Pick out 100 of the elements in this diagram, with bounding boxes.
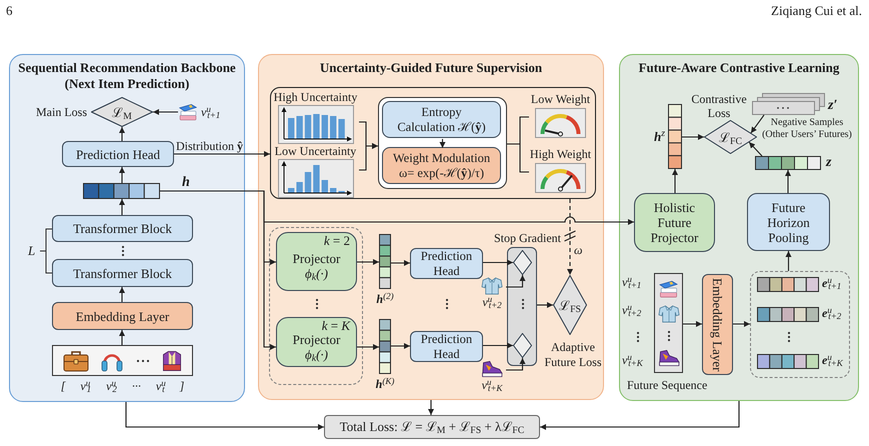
feature-vector [757, 307, 819, 322]
box-label: Projector [292, 332, 340, 347]
panel-title: Future-Aware Contrastive Learning [638, 60, 840, 76]
arrow [483, 260, 513, 266]
vector-label: z [826, 155, 832, 170]
arrow [440, 139, 446, 148]
projector-box [276, 317, 357, 367]
feature-vector [379, 319, 391, 374]
embedding-layer-box [52, 302, 193, 330]
vector-label: h [182, 175, 190, 190]
vector-label: h$^{z}$ [654, 129, 665, 144]
annotation: Stop Gradient [494, 231, 561, 245]
transformer-block [52, 259, 193, 287]
arrow [748, 142, 762, 156]
panel [258, 54, 604, 400]
bracket-label: L [28, 243, 36, 258]
weight-modulation-box [382, 147, 501, 184]
prediction-head-box [410, 248, 483, 279]
embedding-group-frame [750, 271, 850, 378]
projector-box [634, 193, 715, 252]
box-label: ϕ$_{k}$(·) [305, 347, 328, 362]
arrow [119, 127, 125, 141]
arrow [391, 343, 410, 349]
box-label: Prediction Head [76, 146, 160, 162]
box-label: k = K [322, 318, 350, 333]
arrow [785, 170, 791, 193]
panel-title: Sequential Recommendation Backbone (Next Item Prediction) [17, 60, 237, 92]
chart-label: Low Uncertainty [274, 144, 356, 158]
weighting-module-frame [378, 96, 506, 188]
box-label: Entropy Calculation ℋ(ŷ) [396, 104, 487, 134]
edge-label: ω [574, 243, 582, 257]
arrow [125, 402, 324, 430]
box-label: Holistic Future Projector [650, 200, 700, 245]
comparison-column [507, 247, 537, 366]
arrow [174, 151, 270, 157]
feature-vector [379, 234, 391, 289]
arrow [119, 330, 125, 345]
arrow [786, 251, 792, 271]
arrow [750, 114, 764, 134]
item-sequence-box [52, 345, 193, 376]
arrow [359, 143, 378, 171]
arrow [567, 199, 573, 275]
panel [619, 54, 859, 401]
prediction-head-box [62, 141, 174, 167]
box-label: Projector [292, 250, 340, 266]
gauge-label: Low Weight [530, 92, 590, 106]
vector-label: h$^{(K)}$ [376, 377, 394, 391]
author-line: Ziqiang Cui et al. [771, 3, 862, 18]
edge-label: Distribution ŷ [176, 139, 244, 153]
box-label: ϕ$_{k}$(·) [305, 266, 328, 280]
panel [9, 54, 245, 402]
side-label: Future Sequence [627, 378, 708, 392]
arrow [153, 109, 178, 115]
side-label: Contrastive Loss [690, 92, 748, 120]
feature-vector [668, 104, 682, 169]
chart-label: High Uncertainty [274, 90, 358, 104]
loss-symbol: ℒ$_{FC}$ [719, 130, 742, 144]
loss-symbol: ℒ$_{M}$ [112, 104, 132, 120]
arrow [428, 400, 434, 415]
arrow [119, 167, 125, 183]
uncertainty-module-frame [270, 87, 596, 199]
formula: Total Loss: ℒ = ℒ$_{M}$ + ℒ$_{FS}$ + λℒ$_{FC}$ [340, 419, 524, 435]
box-label: Transformer Block [73, 221, 172, 236]
box-label: Embedding Layer [710, 278, 725, 372]
feature-vector [83, 183, 160, 199]
arrow [682, 134, 704, 140]
feature-vector [757, 277, 819, 292]
arrow [537, 302, 553, 308]
box-label: Prediction Head [420, 332, 474, 362]
box-label: k = 2 [324, 233, 350, 248]
box-label: Embedding Layer [76, 308, 170, 324]
arrow [540, 401, 740, 430]
comparison-diamond [513, 333, 532, 358]
side-label: Adaptive Future Loss [544, 340, 602, 370]
arrow [357, 344, 379, 350]
comparison-diamond [513, 250, 532, 275]
feature-vector [757, 354, 819, 369]
box-label: Prediction Head [420, 248, 474, 278]
arrow [357, 259, 379, 265]
side-label: Negative Samples (Other Users’ Futures) [761, 117, 853, 141]
vector-label: z′ [828, 98, 838, 113]
arrow [506, 275, 526, 288]
box-label: Transformer Block [73, 266, 172, 280]
transformer-block [52, 215, 193, 242]
pooling-box [747, 193, 830, 251]
arrow [119, 199, 125, 215]
feature-vector [755, 156, 821, 170]
projector-group-frame [269, 227, 363, 385]
box-label: Weight Modulation [392, 150, 490, 166]
connector-line [507, 143, 529, 173]
arrow [506, 358, 526, 371]
panel-title: Uncertainty-Guided Future Supervision [320, 60, 542, 76]
gauge-label: High Weight [530, 148, 592, 160]
arrow [733, 321, 750, 327]
prediction-head-box [410, 331, 483, 362]
loss-symbol: ℒ$_{FS}$ [559, 298, 581, 312]
arrow [119, 287, 125, 302]
arrow [391, 260, 410, 266]
embedding-layer-box [702, 274, 733, 375]
future-sequence-box [654, 273, 683, 373]
